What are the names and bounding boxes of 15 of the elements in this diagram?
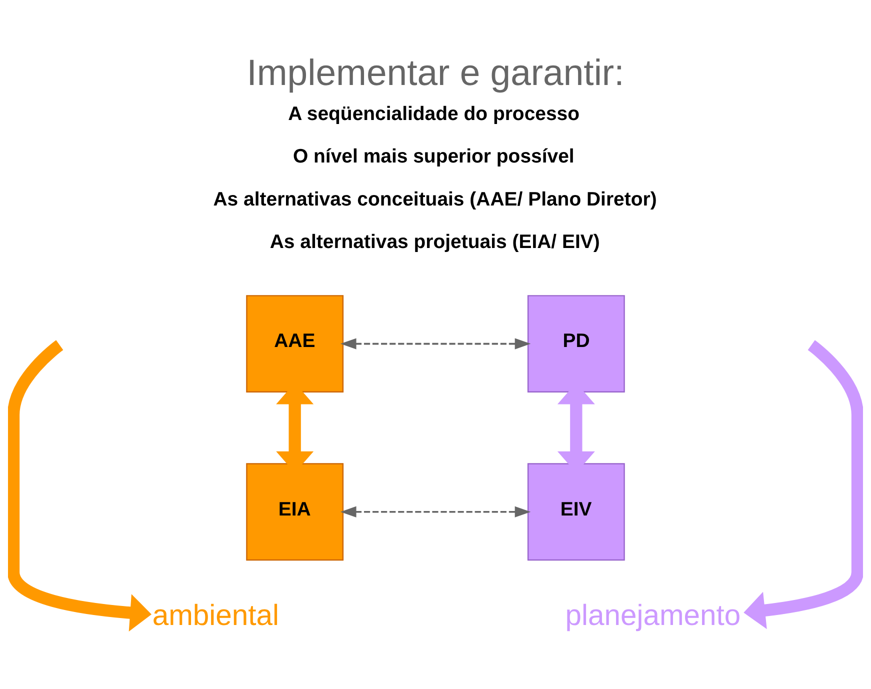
label: As alternativas conceituais (AAE/ Plano Diretor) bbox=[213, 188, 657, 210]
node-box: AAE bbox=[246, 294, 344, 392]
node-text: ambiental bbox=[152, 599, 280, 632]
diagram-title: Implementar e garantir: bbox=[246, 51, 624, 92]
label: A seqüencialidade do processo bbox=[288, 102, 580, 125]
arrow bbox=[744, 340, 863, 629]
node-box: PD bbox=[527, 294, 625, 392]
label: O nível mais superior possível bbox=[293, 145, 574, 168]
node-box: EIV bbox=[527, 462, 625, 560]
arrow bbox=[340, 338, 531, 349]
node-text: planejamento bbox=[565, 599, 741, 632]
arrow bbox=[8, 340, 152, 632]
arrow bbox=[340, 506, 531, 517]
node-box: EIA bbox=[246, 462, 344, 560]
label: As alternativas projetuais (EIA/ EIV) bbox=[270, 230, 600, 252]
